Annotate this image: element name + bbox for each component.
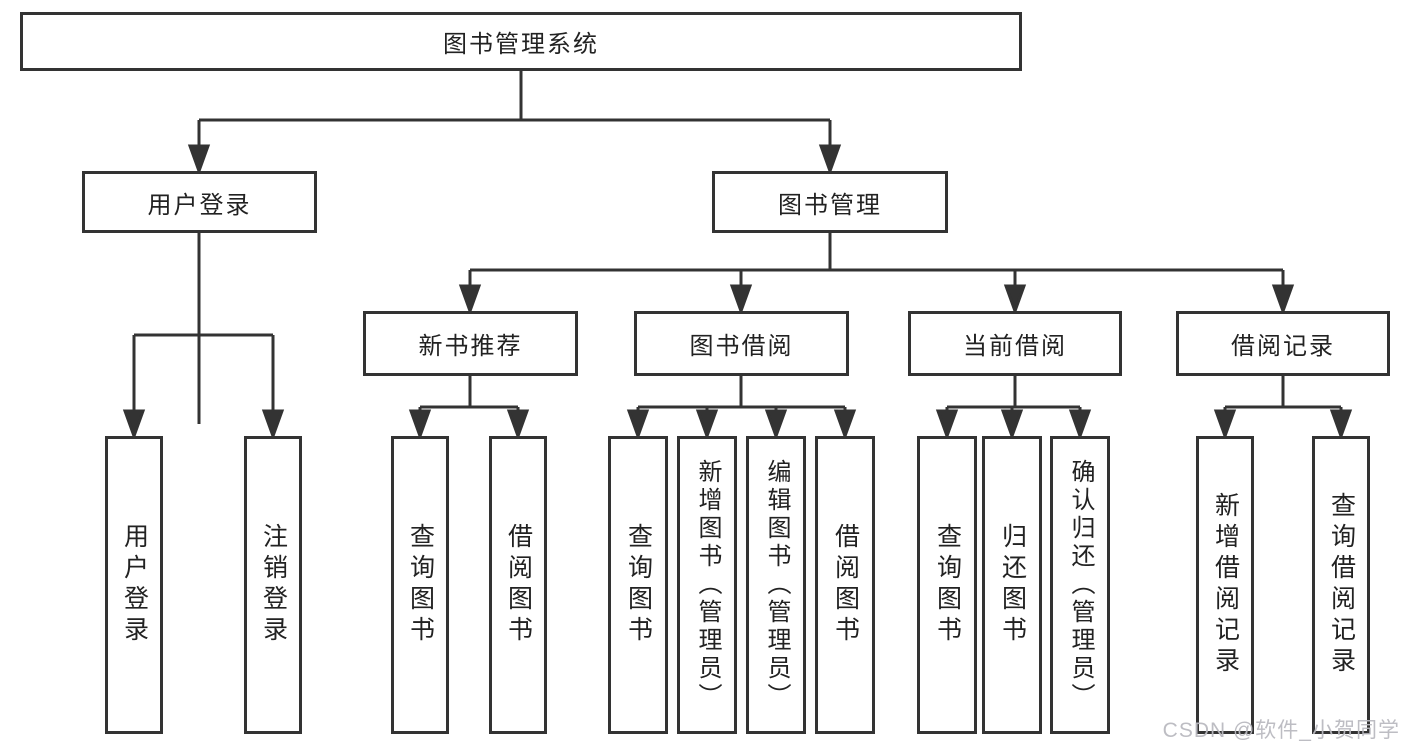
leaf-add-book-admin: 新增图书（管理员） [677, 436, 737, 734]
leaf-confirm-return-admin: 确认归还（管理员） [1050, 436, 1110, 734]
node-book-borrow: 图书借阅 [634, 311, 849, 376]
connector-new-book-to-leaves [408, 376, 530, 441]
node-book-borrow-label: 图书借阅 [689, 333, 794, 360]
node-current-borrow: 当前借阅 [908, 311, 1122, 376]
node-new-book-recommend: 新书推荐 [363, 311, 578, 376]
leaf-query-borrow-record: 查询借阅记录 [1312, 436, 1370, 734]
leaf-add-borrow-record-label: 新增借阅记录 [1211, 492, 1240, 678]
node-current-borrow-label: 当前借阅 [963, 333, 1067, 360]
node-user-login: 用户登录 [82, 171, 317, 233]
connector-current-borrow-to-leaves [935, 376, 1092, 441]
leaf-logout-label: 注销登录 [259, 523, 288, 647]
node-new-book-recommend-label: 新书推荐 [418, 333, 523, 360]
leaf-query-books-current-label: 查询图书 [933, 523, 962, 647]
connector-borrow-record-to-leaves [1213, 376, 1353, 441]
leaf-query-books-borrow: 查询图书 [608, 436, 668, 734]
leaf-user-login-label: 用户登录 [120, 523, 149, 647]
leaf-borrow-books-recommend-label: 借阅图书 [504, 523, 533, 647]
leaf-logout: 注销登录 [244, 436, 302, 734]
connector-book-management-to-level3 [458, 233, 1295, 316]
leaf-borrow-books-recommend: 借阅图书 [489, 436, 547, 734]
node-user-login-label: 用户登录 [147, 191, 252, 219]
leaf-borrow-books-borrow-label: 借阅图书 [831, 523, 860, 647]
leaf-query-books-recommend: 查询图书 [391, 436, 449, 734]
leaf-edit-book-admin: 编辑图书（管理员） [746, 436, 806, 734]
leaf-query-books-recommend-label: 查询图书 [406, 523, 435, 647]
leaf-user-login: 用户登录 [105, 436, 163, 734]
leaf-add-book-admin-label: 新增图书（管理员） [694, 459, 721, 711]
node-root: 图书管理系统 [20, 12, 1022, 71]
connector-book-borrow-to-leaves [626, 376, 857, 441]
connector-root-to-level2 [187, 70, 842, 424]
leaf-query-borrow-record-label: 查询借阅记录 [1327, 492, 1356, 678]
leaf-query-books-current: 查询图书 [917, 436, 977, 734]
watermark-text: CSDN @软件_小贺同学 [1162, 719, 1400, 742]
leaf-edit-book-admin-label: 编辑图书（管理员） [763, 459, 790, 711]
connector-user-login-to-leaves [122, 233, 285, 441]
node-book-management-label: 图书管理 [778, 191, 882, 219]
leaf-borrow-books-borrow: 借阅图书 [815, 436, 875, 734]
node-book-management: 图书管理 [712, 171, 948, 233]
leaf-return-book-label: 归还图书 [998, 523, 1027, 647]
node-borrow-records: 借阅记录 [1176, 311, 1390, 376]
node-borrow-records-label: 借阅记录 [1231, 333, 1335, 360]
leaf-query-books-borrow-label: 查询图书 [624, 523, 653, 647]
leaf-confirm-return-admin-label: 确认归还（管理员） [1067, 459, 1094, 711]
leaf-add-borrow-record: 新增借阅记录 [1196, 436, 1254, 734]
node-root-label: 图书管理系统 [443, 31, 599, 58]
leaf-return-book: 归还图书 [982, 436, 1042, 734]
